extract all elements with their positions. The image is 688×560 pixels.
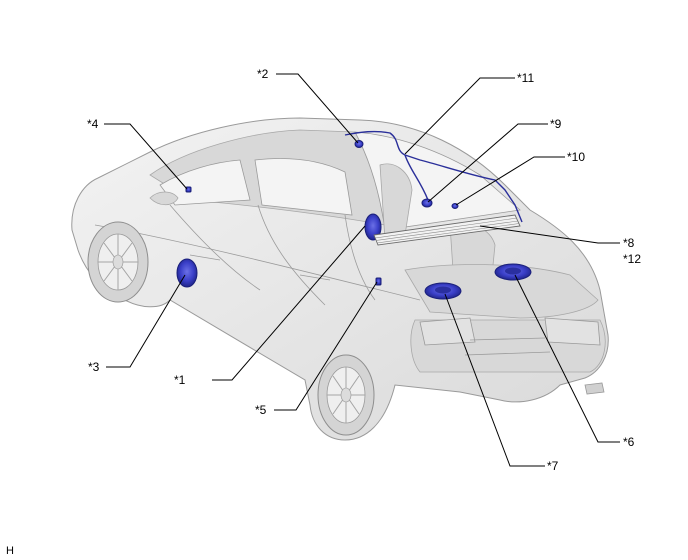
leader-9 <box>427 123 548 203</box>
figure-id: H <box>6 545 14 557</box>
tail-lamp-left <box>419 317 476 346</box>
part-4-tweeter <box>185 186 192 193</box>
callout-1: *1 <box>174 373 186 387</box>
callout-4: *4 <box>87 117 99 131</box>
part-8-12-defogger-grid <box>373 214 521 246</box>
callout-10: *10 <box>567 150 585 164</box>
callout-11: *11 <box>517 71 534 85</box>
interior-seat-back <box>379 163 413 241</box>
tail-lamp-right <box>544 317 601 346</box>
exhaust-pipe <box>584 382 605 395</box>
trunk-deck <box>404 264 599 319</box>
front-side-window <box>159 159 251 206</box>
leader-8 <box>479 225 620 244</box>
leader-lines <box>104 73 620 467</box>
leader-10 <box>455 156 565 206</box>
car-illustration <box>71 117 609 441</box>
rear-side-window <box>254 158 353 216</box>
leader-3 <box>106 274 186 368</box>
callout-7: *7 <box>547 459 559 473</box>
part-5-component <box>375 277 382 286</box>
callout-labels: *1 *2 *3 *4 *5 *6 *7 *8 *9 *10 *11 *12 <box>87 67 641 473</box>
leader-11 <box>404 77 515 155</box>
part-1-speaker <box>364 213 382 241</box>
callout-2: *2 <box>257 67 269 81</box>
side-mirror <box>149 191 179 206</box>
rear-wheel <box>317 354 375 436</box>
callout-8: *8 <box>623 236 635 250</box>
callout-6: *6 <box>623 435 635 449</box>
callout-12: *12 <box>623 252 641 266</box>
leader-7 <box>444 293 545 467</box>
wire-branch <box>404 154 429 201</box>
callout-9: *9 <box>550 117 562 131</box>
door-lines <box>169 204 376 306</box>
leader-5 <box>274 281 378 411</box>
front-wheel <box>87 221 149 303</box>
callout-3: *3 <box>88 360 100 374</box>
roof-wire-harness <box>344 130 523 223</box>
leader-4 <box>104 123 188 190</box>
leader-2 <box>276 73 359 144</box>
leader-1 <box>212 225 366 381</box>
leader-6 <box>514 274 620 443</box>
callout-5: *5 <box>255 403 267 417</box>
trunk-emblem-line <box>464 337 551 356</box>
